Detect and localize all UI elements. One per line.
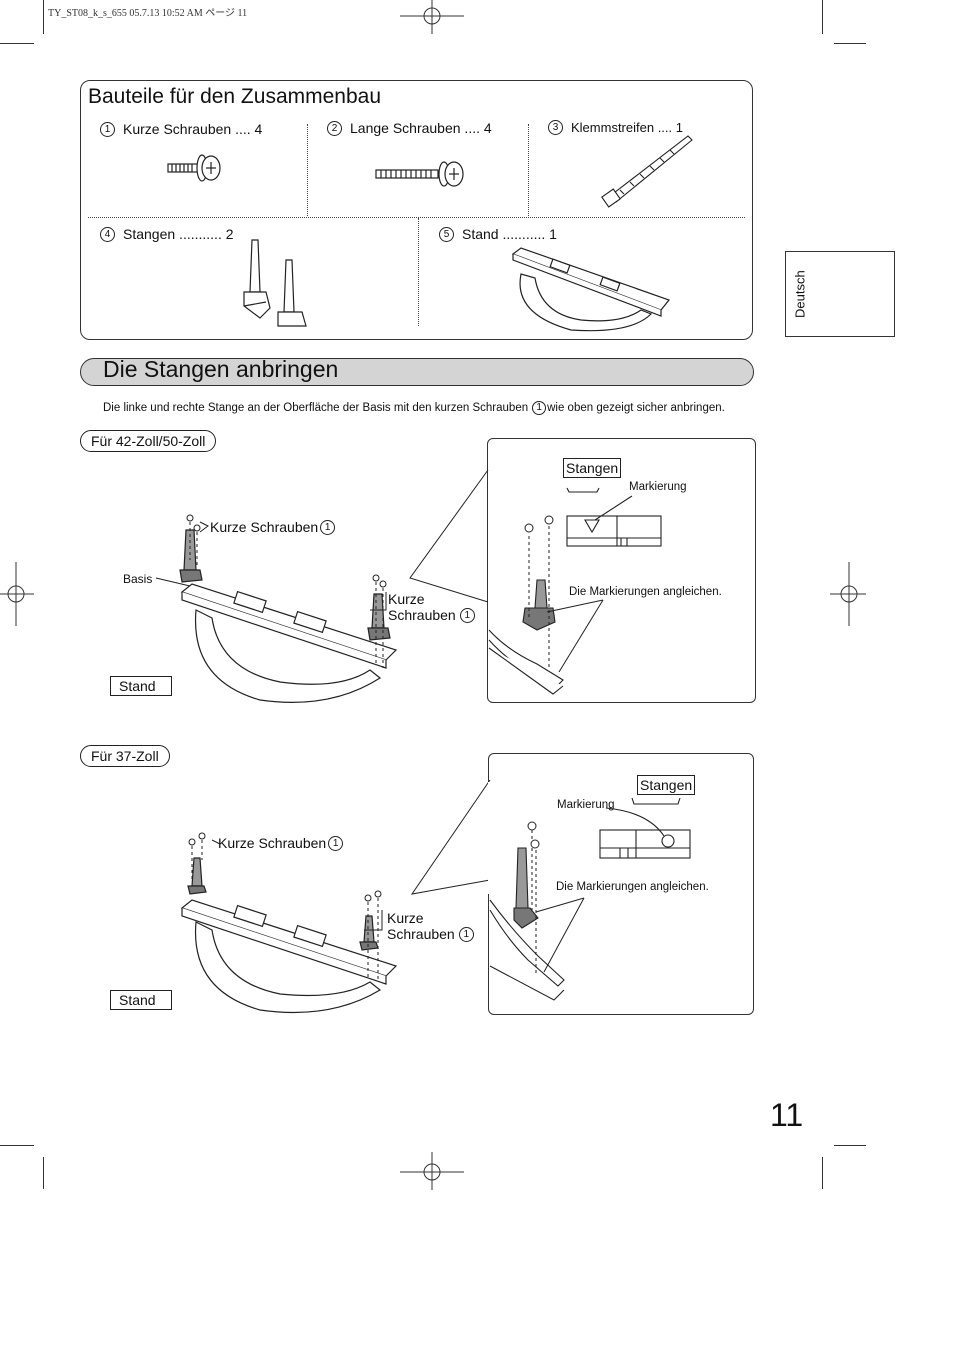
stand-assembly-37-illustration <box>180 832 398 1014</box>
detail-stangen-label: Stangen <box>563 458 622 478</box>
part-number: 3 <box>548 120 563 135</box>
poles-illustration <box>243 239 307 327</box>
detail-callout-37 <box>410 779 492 895</box>
part-number: 2 <box>327 120 342 136</box>
variant-label-37: Für 37-Zoll <box>80 745 170 767</box>
print-header-meta: TY_ST08_k_s_655 05.7.13 10:52 AM ページ 11 <box>48 8 248 19</box>
part-item-cable-tie: 3 Klemmstreifen .... 1 <box>548 120 683 135</box>
part-number: 4 <box>100 226 115 242</box>
section-title: Die Stangen anbringen <box>103 356 339 382</box>
part-item-label: Kurze Schrauben .... 4 <box>123 121 263 137</box>
parts-box <box>80 80 753 340</box>
part-item-long-screws: 2 Lange Schrauben .... 4 <box>327 120 492 136</box>
stand-illustration <box>511 247 670 332</box>
detail-stangen-label: Stangen <box>637 775 696 795</box>
detail-illustration-42 <box>488 487 662 695</box>
part-number: 1 <box>100 121 115 137</box>
language-tab <box>785 251 895 337</box>
part-item-label: Lange Schrauben .... 4 <box>350 120 492 136</box>
part-item-short-screws: 1 Kurze Schrauben .... 4 <box>100 121 262 137</box>
basis-leader <box>155 577 191 587</box>
detail-callout-42 <box>409 469 492 603</box>
section-header-bar <box>80 358 754 386</box>
part-item-poles: 4 Stangen ........... 2 <box>100 226 234 242</box>
language-tab-label: Deutsch <box>792 270 808 318</box>
parts-divider <box>418 218 419 326</box>
part-item-label: Klemmstreifen .... 1 <box>571 120 683 135</box>
detail-markierung-label: Markierung <box>629 481 687 493</box>
parts-divider <box>88 217 745 218</box>
parts-divider <box>307 124 308 216</box>
stand-label: Stand <box>110 676 172 696</box>
short-screws-label: Kurze Schrauben 1 <box>210 519 336 535</box>
instruction-text: wie oben gezeigt sicher anbringen. <box>547 402 725 414</box>
section-instruction: Die linke und rechte Stange an der Oberf… <box>103 401 725 415</box>
detail-align-label: Die Markierungen angleichen. <box>556 881 709 893</box>
page-number: 11 <box>770 1097 804 1133</box>
detail-illustration-37 <box>489 797 691 1001</box>
stand-assembly-42-illustration <box>179 514 398 703</box>
part-number: 5 <box>439 226 454 242</box>
part-item-label: Stangen ........... 2 <box>123 226 234 242</box>
part-item-label: Stand ........... 1 <box>462 226 557 242</box>
long-screw-illustration <box>375 161 464 187</box>
cable-tie-illustration <box>601 135 693 208</box>
variant-label-42-50: Für 42-Zoll/50-Zoll <box>80 430 217 452</box>
parts-title: Bauteile für den Zusammenbau <box>88 85 382 108</box>
instruction-part-number: 1 <box>532 401 547 415</box>
detail-markierung-label: Markierung <box>557 799 615 811</box>
stand-label: Stand <box>110 990 172 1010</box>
detail-box-42 <box>487 438 756 703</box>
short-screws-label: Kurze Schrauben 1 <box>218 835 344 851</box>
detail-align-label: Die Markierungen angleichen. <box>569 586 722 598</box>
instruction-text: Die linke und rechte Stange an der Oberf… <box>103 402 529 414</box>
parts-divider <box>528 124 529 216</box>
basis-label: Basis <box>123 572 153 586</box>
short-screw-illustration <box>167 154 221 182</box>
part-item-stand: 5 Stand ........... 1 <box>439 226 557 242</box>
